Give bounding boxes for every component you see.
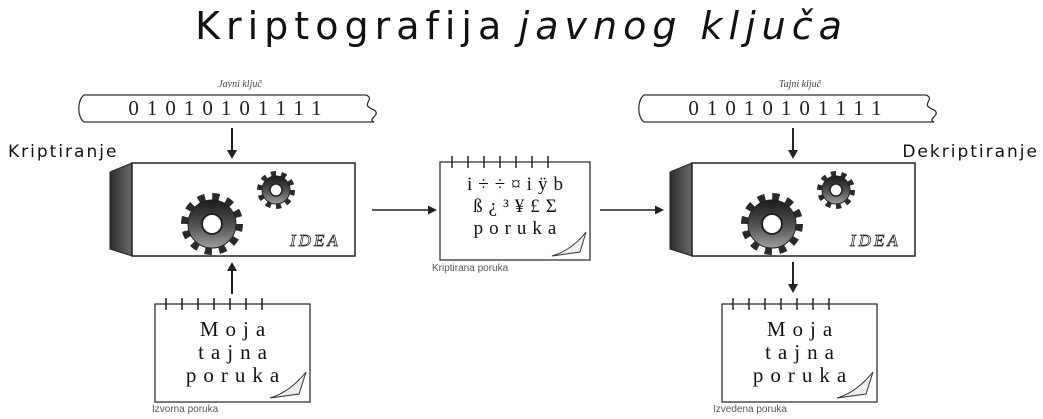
derived-message-line: poruka bbox=[752, 363, 854, 387]
derived-message-line: tajna bbox=[765, 340, 841, 364]
ciphertext-line: i÷÷¤iÿb bbox=[467, 174, 569, 195]
gear-icon bbox=[817, 171, 855, 209]
ciphertext-notepad-icon bbox=[439, 156, 591, 261]
derived-message-line: Moja bbox=[766, 317, 840, 341]
ciphertext-text: i÷÷¤iÿb ß¿³¥£Σ poruka bbox=[440, 174, 590, 240]
arrow-public-key-to-encrypt bbox=[227, 128, 237, 159]
decrypt-label: Dekriptiranje bbox=[902, 142, 1039, 162]
public-key-bits: 01010101111 bbox=[128, 96, 330, 120]
derived-message-caption: Izvedena poruka bbox=[713, 404, 787, 415]
encrypt-label: Kriptiranje bbox=[8, 142, 119, 162]
gear-icon bbox=[741, 193, 803, 255]
arrow-private-key-to-decrypt bbox=[788, 128, 798, 159]
public-key-label: Javni ključ bbox=[218, 79, 262, 90]
private-key-strip bbox=[638, 94, 937, 123]
arrow-source-to-encrypt bbox=[227, 262, 237, 294]
source-message-line: tajna bbox=[198, 340, 274, 364]
arrow-ciphertext-to-decrypt bbox=[600, 205, 664, 215]
derived-message-notepad-icon bbox=[721, 298, 878, 403]
source-message-line: Moja bbox=[199, 317, 273, 341]
gear-icon bbox=[257, 171, 295, 209]
arrow-encrypt-to-ciphertext bbox=[372, 205, 437, 215]
ciphertext-caption: Kriptirana poruka bbox=[432, 263, 509, 274]
public-key-strip bbox=[78, 94, 377, 123]
source-message-text: Moja tajna poruka bbox=[155, 318, 310, 387]
encrypt-algorithm-label: IDEA bbox=[290, 231, 341, 251]
private-key-label: Tajni ključ bbox=[778, 79, 822, 90]
arrow-decrypt-to-derived bbox=[788, 262, 798, 293]
title-plain: Kriptografija bbox=[195, 4, 508, 48]
decrypt-algorithm-label: IDEA bbox=[850, 231, 901, 251]
decrypt-unit-box bbox=[669, 162, 916, 257]
ciphertext-line: poruka bbox=[473, 218, 563, 239]
encrypt-unit-box bbox=[109, 162, 356, 257]
ciphertext-line: ß¿³¥£Σ bbox=[473, 196, 563, 217]
source-message-line: poruka bbox=[185, 363, 287, 387]
source-message-notepad-icon bbox=[154, 298, 311, 403]
private-key-bits: 01010101111 bbox=[688, 96, 890, 120]
source-message-caption: Izvorna poruka bbox=[152, 404, 219, 415]
title-italic: javnog ključa bbox=[518, 4, 848, 48]
gear-icon bbox=[181, 193, 243, 255]
derived-message-text: Moja tajna poruka bbox=[722, 318, 877, 387]
